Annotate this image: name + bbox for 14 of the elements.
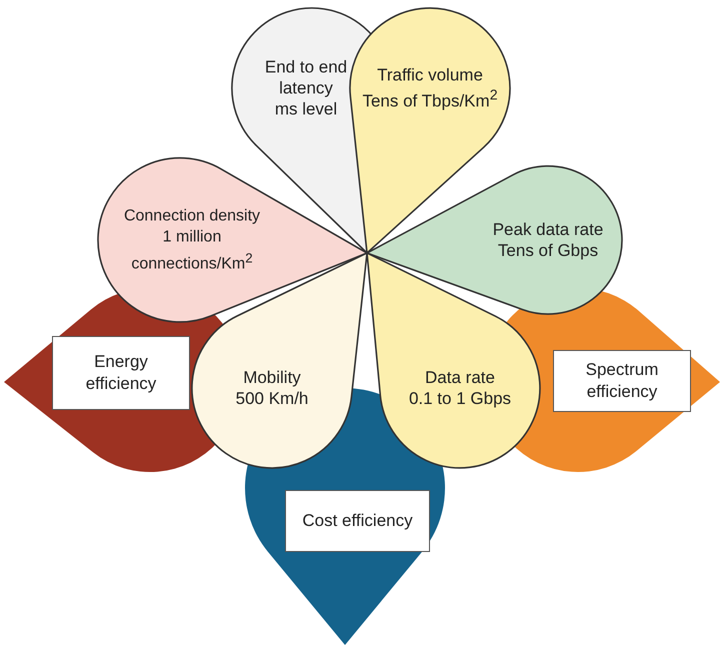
metric-name: Peak data rate xyxy=(492,219,604,240)
metric-name: Connection density xyxy=(122,206,262,226)
metric-value: Tens of Gbps xyxy=(496,240,600,261)
metric-value: 1 million connections/Km$^{2}$ xyxy=(130,227,254,275)
metric-value: Tens of Tbps/Km$^{2}$ xyxy=(361,86,499,112)
caption-card: Energy efficiency xyxy=(52,336,190,410)
metric-name: Mobility xyxy=(242,367,302,388)
caption-card: Spectrum efficiency xyxy=(553,350,691,412)
metric-name: Traffic volume xyxy=(376,64,484,86)
metric-value: 0.1 to 1 Gbps xyxy=(408,388,512,409)
caption-card: Cost efficiency xyxy=(285,490,430,552)
metric-value: ms level xyxy=(274,98,338,120)
metric-name: Data rate xyxy=(424,367,496,388)
metric-value: 500 Km/h xyxy=(234,388,310,409)
